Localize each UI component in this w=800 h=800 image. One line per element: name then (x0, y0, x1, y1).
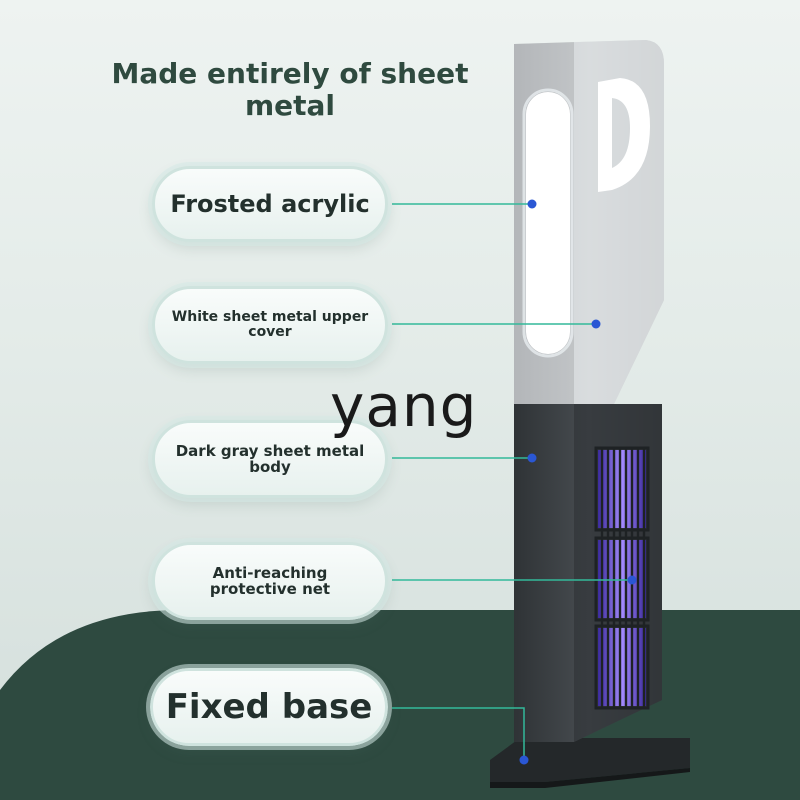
protective-net (594, 446, 650, 710)
callout-protective-net: Anti-reaching protective net (152, 542, 388, 620)
callout-dark-body: Dark gray sheet metal body (152, 420, 388, 498)
leader-lines (392, 203, 632, 760)
callout-label: Fixed base (165, 687, 373, 727)
callout-label: Dark gray sheet metal body (175, 442, 365, 476)
callout-label: Anti-reaching protective net (209, 564, 331, 598)
base-plate (490, 738, 690, 782)
headline-title: Made entirely of sheet metal (111, 57, 469, 122)
frosted-acrylic-strip (526, 92, 570, 354)
parking-p-logo-icon (598, 78, 650, 192)
callout-label: Frosted acrylic (170, 190, 370, 218)
callout-fixed-base: Fixed base (150, 668, 388, 746)
callout-frosted-acrylic: Frosted acrylic (152, 166, 388, 242)
callout-label: White sheet metal upper cover (171, 309, 369, 340)
callout-upper-cover: White sheet metal upper cover (152, 286, 388, 364)
watermark-text: yang (330, 372, 478, 440)
callout-dots (519, 199, 637, 765)
